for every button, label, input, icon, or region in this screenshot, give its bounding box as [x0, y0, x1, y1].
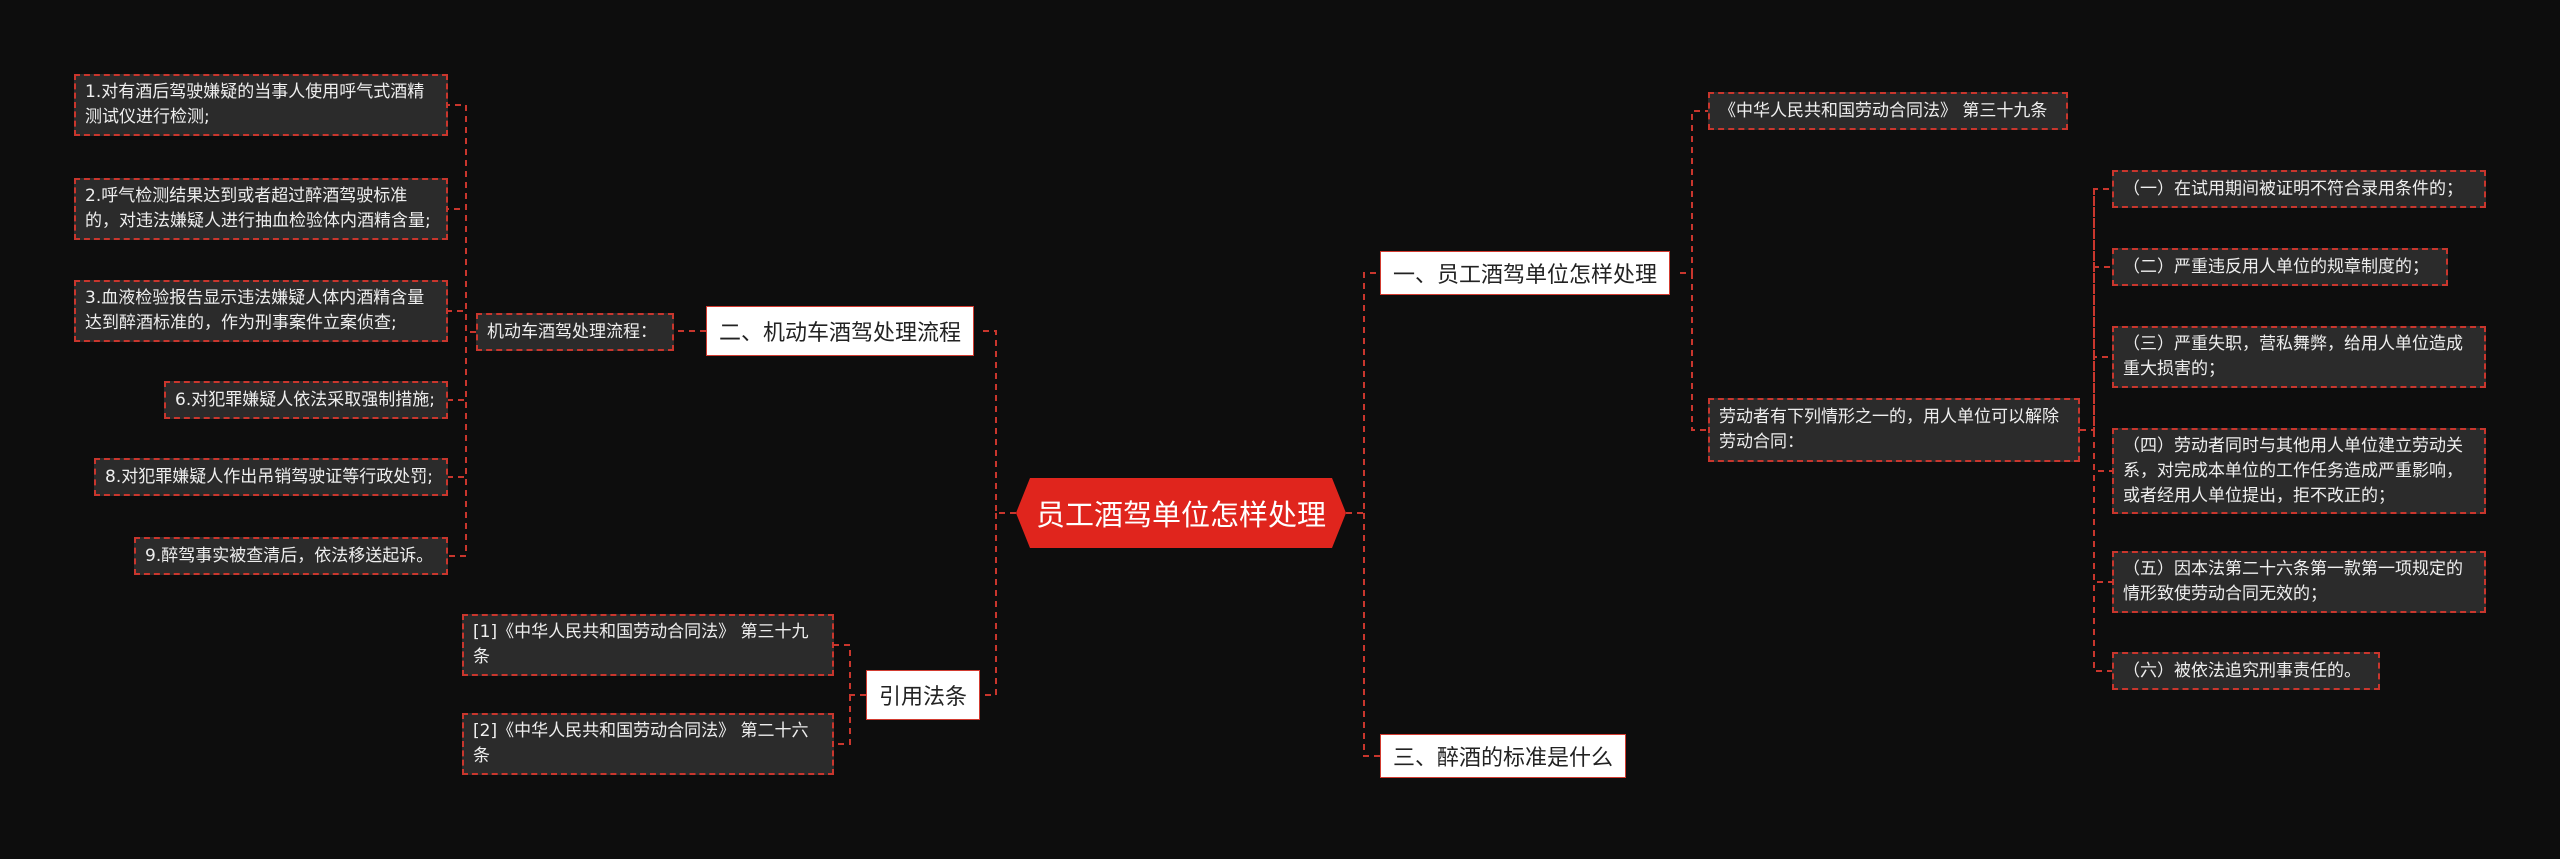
leaf-step-1[interactable]: 1.对有酒后驾驶嫌疑的当事人使用呼气式酒精测试仪进行检测; — [74, 74, 448, 136]
link-intro-c1 — [2080, 188, 2112, 431]
link-root-b2 — [980, 330, 1016, 514]
link-root-b4 — [980, 513, 997, 696]
link-process-s1 — [448, 104, 476, 333]
link-b4-cit2 — [834, 695, 851, 745]
link-root-b3 — [1363, 513, 1380, 757]
leaf-text: （三）严重失职，营私舞弊，给用人单位造成重大损害的； — [2123, 334, 2463, 379]
link-intro-c3 — [2093, 189, 2112, 358]
branch-employee-drunk-driving[interactable]: 一、员工酒驾单位怎样处理 — [1380, 251, 1671, 295]
link-process-s6 — [448, 105, 467, 557]
leaf-text: 机动车酒驾处理流程： — [487, 321, 657, 342]
leaf-text: （二）严重违反用人单位的规章制度的； — [2123, 256, 2429, 277]
link-intro-c4 — [2093, 189, 2112, 472]
leaf-citation-2[interactable]: [2]《中华人民共和国劳动合同法》 第二十六条 — [462, 713, 834, 775]
branch-label: 引用法条 — [879, 685, 968, 710]
leaf-citation-1[interactable]: [1]《中华人民共和国劳动合同法》 第三十九条 — [462, 614, 834, 676]
link-root-b1 — [1346, 272, 1380, 514]
leaf-condition-1[interactable]: （一）在试用期间被证明不符合录用条件的； — [2112, 170, 2486, 208]
branch-drunk-standard[interactable]: 三、醉酒的标准是什么 — [1380, 734, 1627, 778]
leaf-condition-5[interactable]: （五）因本法第二十六条第一款第一项规定的情形致使劳动合同无效的； — [2112, 551, 2486, 613]
leaf-text: （六）被依法追究刑事责任的。 — [2123, 660, 2361, 681]
branch-vehicle-process[interactable]: 二、机动车酒驾处理流程 — [706, 306, 975, 356]
leaf-condition-6[interactable]: （六）被依法追究刑事责任的。 — [2112, 652, 2380, 690]
leaf-text: 6.对犯罪嫌疑人依法采取强制措施; — [175, 389, 435, 410]
link-process-s4 — [448, 105, 467, 401]
link-b4-cit1 — [834, 644, 866, 696]
leaf-text: （四）劳动者同时与其他用人单位建立劳动关系，对完成本单位的工作任务造成严重影响，… — [2123, 435, 2463, 506]
link-intro-c5 — [2093, 189, 2112, 583]
leaf-condition-4[interactable]: （四）劳动者同时与其他用人单位建立劳动关系，对完成本单位的工作任务造成严重影响，… — [2112, 428, 2486, 514]
leaf-step-9[interactable]: 9.醉驾事实被查清后，依法移送起诉。 — [134, 537, 448, 575]
branch-label: 一、员工酒驾单位怎样处理 — [1393, 263, 1658, 288]
leaf-text: 3.血液检验报告显示违法嫌疑人体内酒精含量达到醉酒标准的，作为刑事案件立案侦查; — [85, 288, 425, 333]
leaf-conditions-intro[interactable]: 劳动者有下列情形之一的，用人单位可以解除劳动合同： — [1708, 398, 2080, 462]
branch-cited-laws[interactable]: 引用法条 — [866, 670, 981, 720]
link-intro-c6 — [2093, 189, 2112, 672]
root-label: 员工酒驾单位怎样处理 — [1035, 498, 1326, 532]
branch-label: 二、机动车酒驾处理流程 — [719, 321, 962, 346]
link-process-s5 — [448, 105, 467, 478]
leaf-text: [1]《中华人民共和国劳动合同法》 第三十九条 — [473, 622, 809, 667]
leaf-text: [2]《中华人民共和国劳动合同法》 第二十六条 — [473, 721, 809, 766]
leaf-step-8[interactable]: 8.对犯罪嫌疑人作出吊销驾驶证等行政处罚; — [94, 458, 448, 496]
link-process-s2 — [448, 105, 467, 210]
leaf-text: 劳动者有下列情形之一的，用人单位可以解除劳动合同： — [1719, 407, 2059, 452]
link-b1-intro — [1691, 273, 1708, 431]
branch-label: 三、醉酒的标准是什么 — [1393, 746, 1614, 771]
leaf-text: （五）因本法第二十六条第一款第一项规定的情形致使劳动合同无效的； — [2123, 559, 2463, 604]
leaf-step-2[interactable]: 2.呼气检测结果达到或者超过醉酒驾驶标准的，对违法嫌疑人进行抽血检验体内酒精含量… — [74, 178, 448, 240]
leaf-step-6[interactable]: 6.对犯罪嫌疑人依法采取强制措施; — [164, 381, 448, 419]
leaf-condition-2[interactable]: （二）严重违反用人单位的规章制度的； — [2112, 248, 2448, 286]
leaf-text: 《中华人民共和国劳动合同法》 第三十九条 — [1719, 100, 2048, 121]
leaf-condition-3[interactable]: （三）严重失职，营私舞弊，给用人单位造成重大损害的； — [2112, 326, 2486, 388]
leaf-law-39[interactable]: 《中华人民共和国劳动合同法》 第三十九条 — [1708, 92, 2068, 130]
leaf-process-label[interactable]: 机动车酒驾处理流程： — [476, 313, 674, 351]
leaf-text: （一）在试用期间被证明不符合录用条件的； — [2123, 178, 2463, 199]
leaf-text: 1.对有酒后驾驶嫌疑的当事人使用呼气式酒精测试仪进行检测; — [85, 82, 425, 127]
leaf-text: 2.呼气检测结果达到或者超过醉酒驾驶标准的，对违法嫌疑人进行抽血检验体内酒精含量… — [85, 186, 431, 231]
leaf-text: 8.对犯罪嫌疑人作出吊销驾驶证等行政处罚; — [105, 466, 433, 487]
leaf-step-3[interactable]: 3.血液检验报告显示违法嫌疑人体内酒精含量达到醉酒标准的，作为刑事案件立案侦查; — [74, 280, 448, 342]
link-intro-c2 — [2093, 189, 2112, 268]
link-b1-law39 — [1680, 110, 1708, 274]
root-node[interactable]: 员工酒驾单位怎样处理 — [1016, 478, 1346, 548]
leaf-text: 9.醉驾事实被查清后，依法移送起诉。 — [145, 545, 434, 566]
